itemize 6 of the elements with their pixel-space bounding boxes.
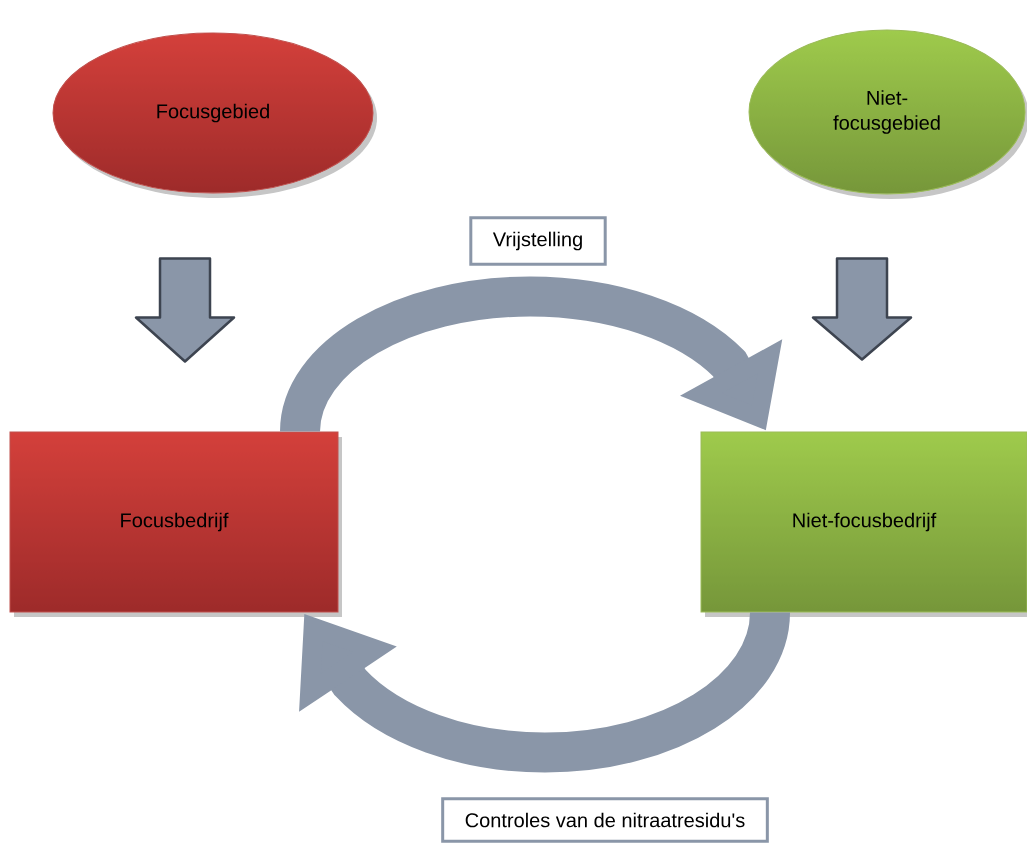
company-box: Niet-focusbedrijf — [700, 431, 1027, 617]
block-arrow — [811, 257, 913, 361]
text-box: Controles van de nitraatresidu's — [441, 797, 769, 843]
company-box: Focusbedrijf — [9, 431, 342, 617]
text-box: Vrijstelling — [469, 216, 607, 266]
block-arrow — [134, 257, 236, 363]
